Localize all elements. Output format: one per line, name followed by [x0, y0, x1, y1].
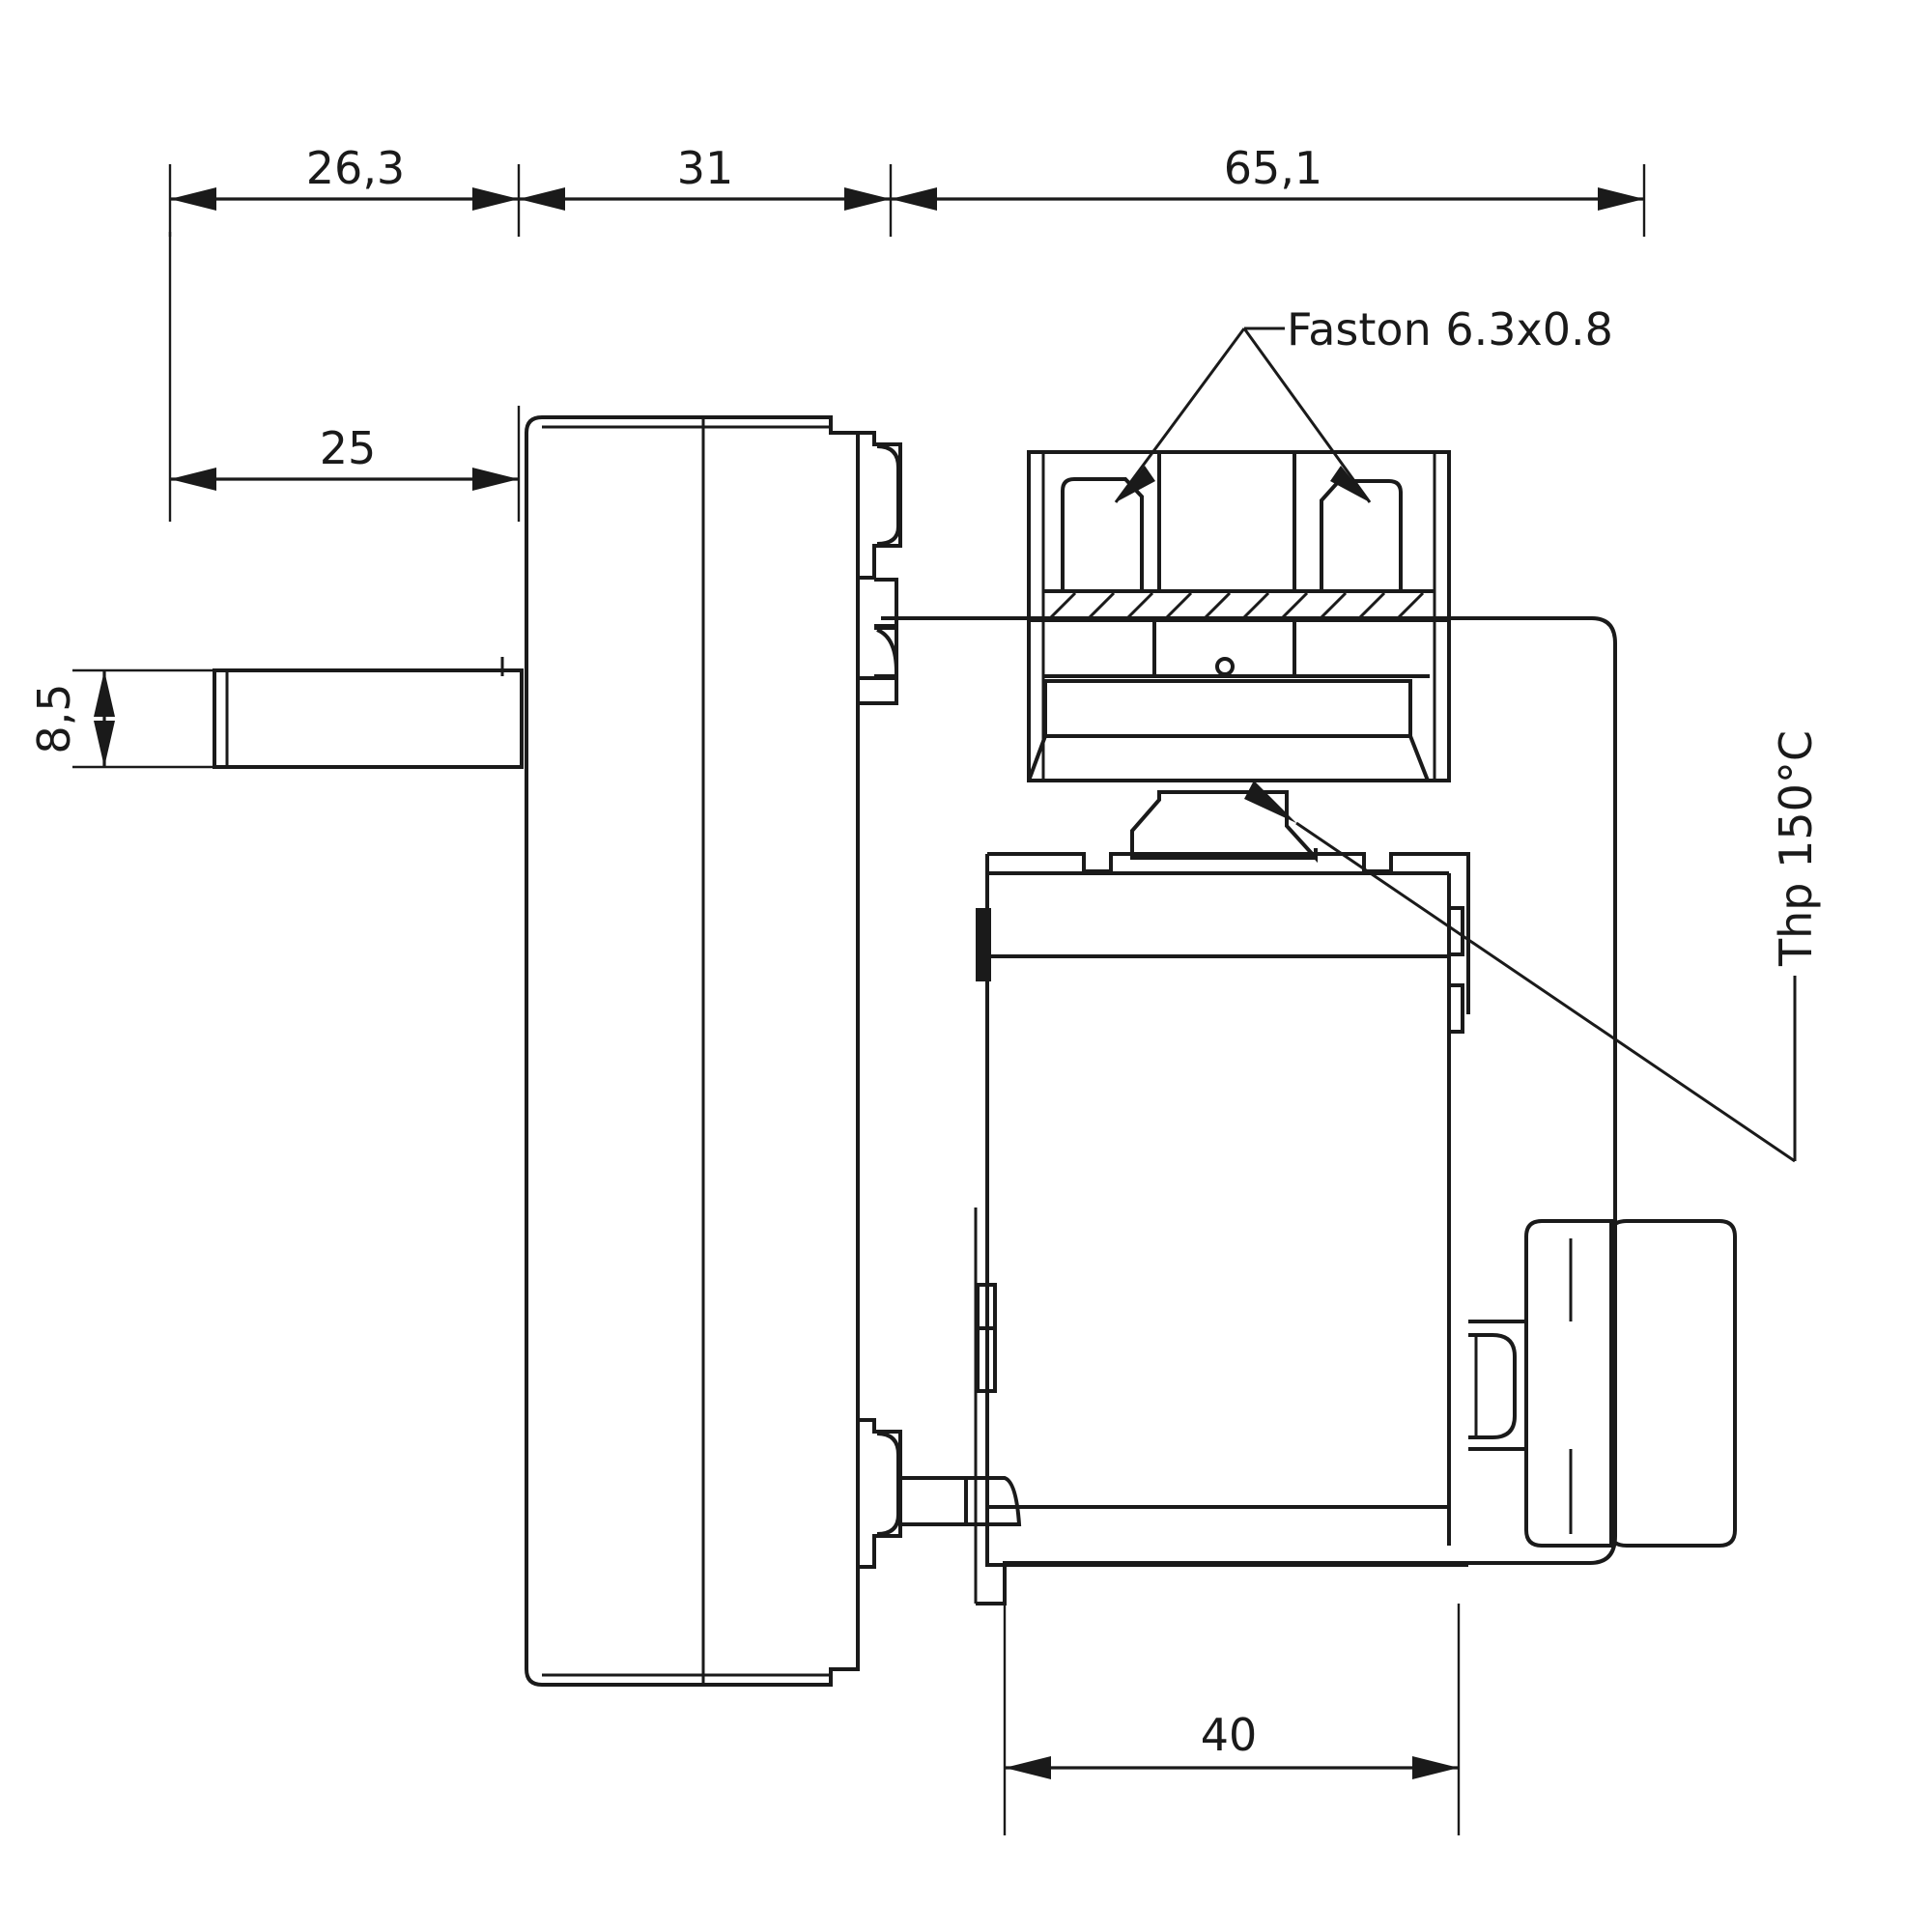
- thermal-protector-capsule: [1130, 790, 1318, 864]
- motor-housing-outline: [881, 616, 1617, 1605]
- rotor-outer-disc: [1609, 1219, 1737, 1548]
- arrowhead-bottom-85: [94, 721, 115, 767]
- motor-housing: [881, 616, 1617, 1605]
- output-shaft: [213, 657, 524, 769]
- stator-block: [976, 852, 1470, 1567]
- shaft-body: [213, 668, 524, 769]
- flange-mid-fillet: [876, 628, 898, 673]
- rotor-inner-hub: [1524, 1219, 1613, 1548]
- dimension-85-group: 8,5: [28, 668, 222, 769]
- terminal-chamfer-left: [1027, 735, 1047, 781]
- terminal-hatch-lines: [1046, 591, 1425, 622]
- stator-right-nib-lower: [1447, 983, 1464, 1034]
- faston-leader-arrow-right: [1330, 466, 1370, 502]
- terminal-lower-slot: [1043, 679, 1412, 738]
- arrowhead-left-25: [170, 468, 216, 491]
- arrowhead-left-651: [891, 187, 937, 211]
- dimension-label-40: 40: [1201, 1709, 1258, 1761]
- top-dimension-group: 26,3 31 65,1: [168, 142, 1646, 237]
- arrowhead-right-651: [1598, 187, 1644, 211]
- dimension-40-group: 40: [1003, 1604, 1461, 1835]
- thp-leader-arrow: [1244, 781, 1296, 823]
- dimension-label-25: 25: [320, 422, 377, 474]
- terminal-pin-circle: [1215, 657, 1235, 676]
- dimension-label-26-3: 26,3: [306, 142, 405, 194]
- stator-top-profile: [987, 852, 1470, 1014]
- stator-left-key-upper: [976, 908, 991, 981]
- arrowhead-right-25: [472, 468, 519, 491]
- gearbox-outline: [525, 415, 860, 1687]
- dimension-label-65-1: 65,1: [1224, 142, 1322, 194]
- capsule-shape: [1130, 790, 1318, 864]
- stator-right-nib-upper: [1447, 906, 1464, 956]
- terminal-block-frame: [1027, 450, 1451, 782]
- rotor-shaft-assembly: [1468, 1219, 1737, 1548]
- arrowhead-right-40: [1412, 1756, 1459, 1779]
- flange-lower-tab-fillet: [966, 1476, 1022, 1526]
- stator-left-slot: [976, 1283, 997, 1393]
- rotor-bearing-round: [1492, 1333, 1517, 1439]
- flange-lower-tab: [900, 1476, 968, 1526]
- stator-left-bottom-profile: [985, 854, 1468, 1567]
- thp-leader-line: [1295, 821, 1796, 1163]
- faston-leader-arrow-left: [1116, 466, 1155, 502]
- faston-annotation: Faston 6.3x0.8: [1114, 303, 1613, 503]
- dimension-label-8-5: 8,5: [28, 683, 80, 753]
- thp-label: Thp 150°C: [1770, 730, 1822, 967]
- arrowhead-right-263: [472, 187, 519, 211]
- gearbox-mount-flange: [858, 431, 1022, 1569]
- faston-terminal-block: [1027, 450, 1451, 782]
- dimension-25-group: 25: [168, 232, 521, 522]
- faston-leader-right: [1242, 327, 1372, 503]
- flange-upper-boss-round: [876, 444, 900, 546]
- faston-leader-left: [1114, 327, 1246, 503]
- arrowhead-left-31: [519, 187, 565, 211]
- dimension-label-31: 31: [677, 142, 734, 194]
- faston-label: Faston 6.3x0.8: [1287, 303, 1613, 355]
- gearbox-housing: [525, 415, 860, 1687]
- rotor-bearing-edges: [1468, 1333, 1492, 1439]
- arrowhead-top-85: [94, 670, 115, 717]
- terminal-chamfer-right: [1408, 735, 1430, 781]
- arrowhead-right-31: [844, 187, 891, 211]
- faston-blade-pocket-left: [1061, 477, 1144, 591]
- flange-lower-boss-round: [876, 1432, 900, 1536]
- thp-annotation: Thp 150°C: [1244, 730, 1822, 1163]
- arrowhead-left-40: [1005, 1756, 1051, 1779]
- arrowhead-left-263: [170, 187, 216, 211]
- flange-lower-rib: [858, 676, 898, 705]
